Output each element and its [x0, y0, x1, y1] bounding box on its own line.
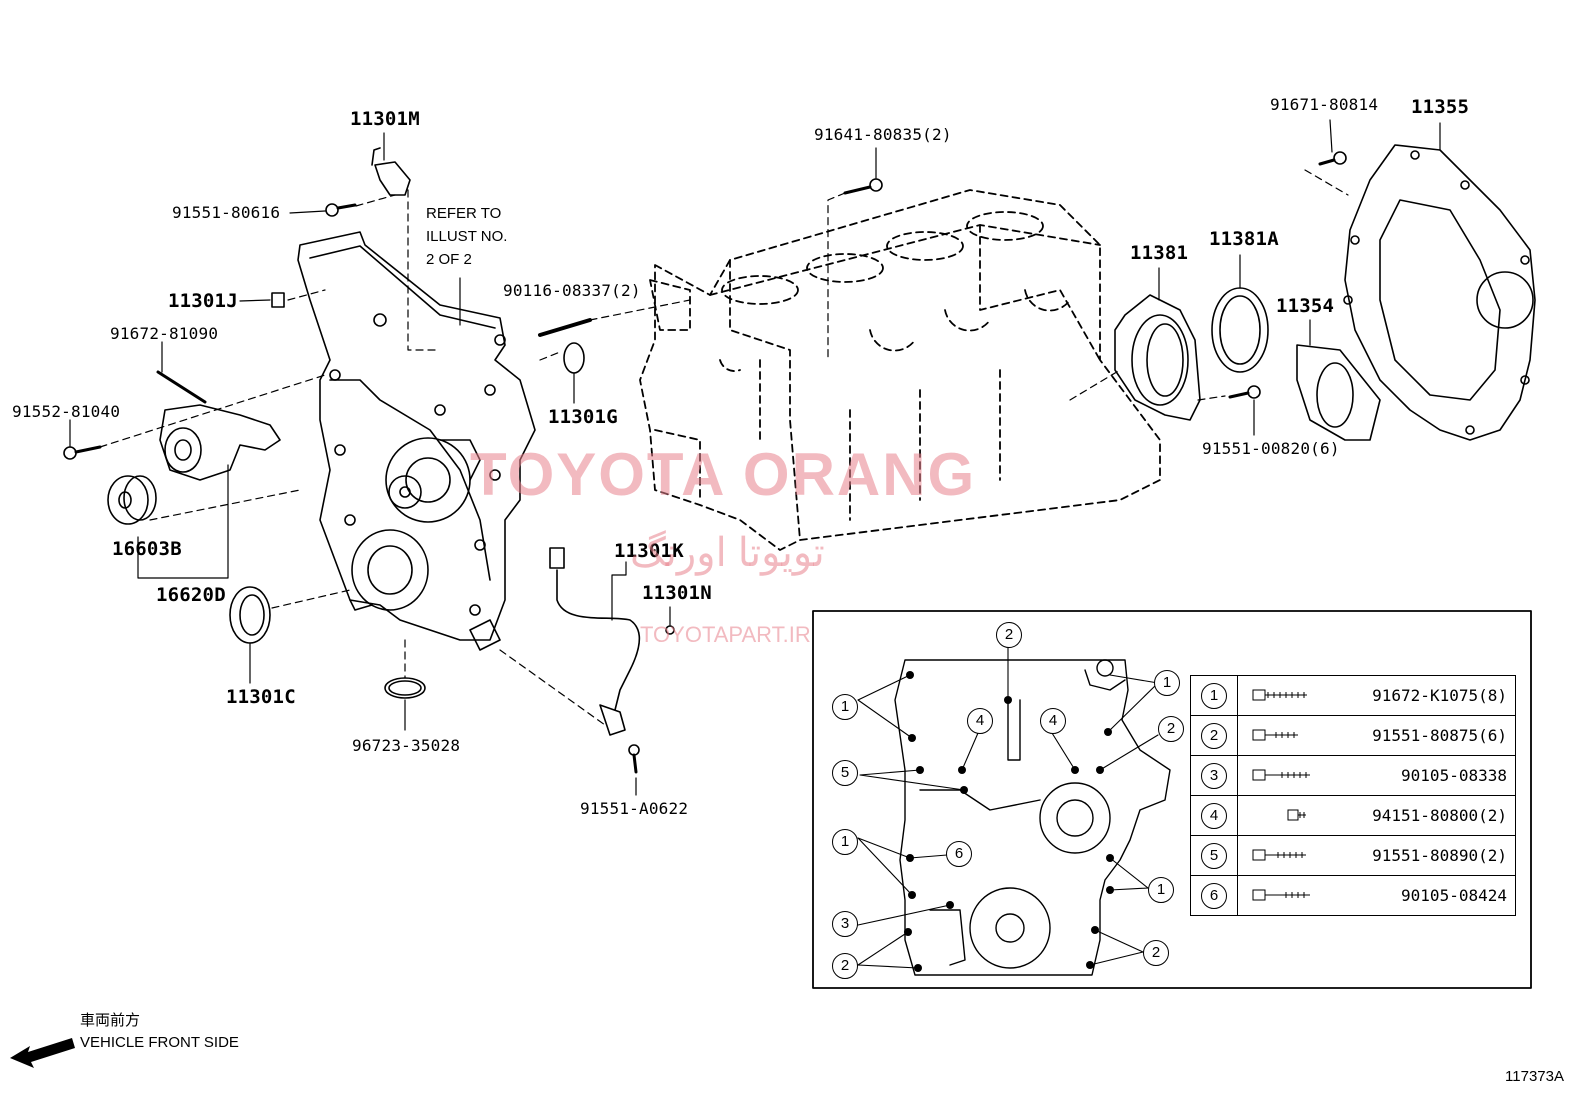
- legend-number: 6: [1201, 882, 1227, 909]
- legend-row: 5 91551-80890(2): [1190, 835, 1516, 876]
- bolt-icon: [1252, 769, 1310, 781]
- detail-callout: 2: [996, 622, 1022, 648]
- front-side-jp: 車両前方: [80, 1012, 141, 1029]
- rear-oil-seal-retainer: [1114, 294, 1201, 421]
- bolt-91671-80814: [1318, 151, 1347, 166]
- detail-bolt-points: [904, 671, 1114, 972]
- detail-callout: 2: [1143, 940, 1169, 966]
- bolt-icon: [1252, 849, 1306, 861]
- bolt-icon: [1252, 689, 1307, 701]
- plug-11301J: [271, 292, 285, 308]
- leader-lines: [69, 119, 1441, 796]
- front-oil-seal: [229, 586, 271, 644]
- detail-callout: 5: [832, 760, 858, 786]
- legend-part-number: 91672-K1075(8): [1372, 686, 1507, 705]
- label-91641-80835: 91641-80835(2): [814, 125, 952, 144]
- detail-callout: 1: [1148, 877, 1174, 903]
- label-91551-80616: 91551-80616: [172, 203, 281, 222]
- legend-part-number: 91551-80890(2): [1372, 846, 1507, 865]
- detail-callout: 2: [832, 953, 858, 979]
- label-96723-35028: 96723-35028: [352, 736, 461, 755]
- label-91552-81040: 91552-81040: [12, 402, 121, 421]
- bolt-icon: [1252, 889, 1310, 901]
- legend-number: 2: [1201, 722, 1227, 749]
- label-11354: 11354: [1276, 295, 1335, 317]
- detail-callout: 4: [1040, 708, 1066, 734]
- front-arrow-icon: [10, 1038, 75, 1068]
- sensor-11301M: [371, 147, 411, 196]
- bolt-91552-81040: [63, 445, 102, 460]
- bolt-91641-80835: [843, 178, 883, 195]
- label-11301G: 11301G: [548, 406, 618, 428]
- watermark-main: TOYOTA ORANG: [470, 441, 977, 508]
- label-11381A: 11381A: [1209, 228, 1279, 250]
- bolt-91551-00820: [1228, 385, 1261, 399]
- sensor-harness: [549, 547, 675, 774]
- refer-note-line-3: 2 OF 2: [426, 251, 472, 268]
- bolt-legend-table: 1 91672-K1075(8) 2 91551-80875(6) 3 9010…: [1190, 675, 1516, 916]
- refer-note-line-2: ILLUST NO.: [426, 228, 508, 245]
- detail-callout: 1: [1154, 670, 1180, 696]
- label-11355: 11355: [1411, 96, 1470, 118]
- detail-cover-outline: [894, 659, 1171, 976]
- legend-part-number: 91551-80875(6): [1372, 726, 1507, 745]
- watermark-persian: تویوتا اورنگ: [630, 531, 825, 575]
- timing-chain-cover: [297, 231, 536, 651]
- label-11301K: 11301K: [614, 540, 684, 562]
- legend-row: 2 91551-80875(6): [1190, 715, 1516, 756]
- legend-part-number: 94151-80800(2): [1372, 806, 1507, 825]
- end-plate-11355: [1343, 144, 1536, 441]
- idler-pulley: [107, 475, 157, 525]
- detail-callout: 6: [946, 841, 972, 867]
- detail-callout: 2: [1158, 716, 1184, 742]
- legend-part-number: 90105-08338: [1401, 766, 1507, 785]
- label-91551-A0622: 91551-A0622: [580, 799, 689, 818]
- bolt-icon: [1252, 729, 1298, 741]
- bolt-icon: [1287, 809, 1306, 821]
- detail-callout: 3: [832, 911, 858, 937]
- illustration-code: 117373A: [1505, 1068, 1564, 1085]
- rear-oil-seal: [1211, 287, 1269, 373]
- detail-callout-leaders: [857, 645, 1159, 969]
- tensioner-assembly: [156, 370, 281, 481]
- detail-callout: 1: [832, 694, 858, 720]
- stud-bolt: [538, 318, 592, 337]
- legend-row: 3 90105-08338: [1190, 755, 1516, 796]
- o-ring-11301G: [563, 342, 585, 374]
- alignment-lines: [99, 169, 1349, 726]
- legend-row: 6 90105-08424: [1190, 875, 1516, 916]
- vehicle-front-side: 車両前方 VEHICLE FRONT SIDE: [80, 1010, 239, 1054]
- label-11381: 11381: [1130, 242, 1189, 264]
- label-91551-00820: 91551-00820(6): [1202, 439, 1340, 458]
- detail-callout: 1: [832, 829, 858, 855]
- label-91671-80814: 91671-80814: [1270, 95, 1379, 114]
- bolt-91551-80616: [325, 203, 357, 217]
- refer-note-line-1: REFER TO: [426, 205, 502, 222]
- legend-number: 1: [1201, 682, 1227, 709]
- label-16603B: 16603B: [112, 538, 182, 560]
- label-91672-81090: 91672-81090: [110, 324, 219, 343]
- legend-number: 4: [1201, 802, 1227, 829]
- legend-number: 5: [1201, 842, 1227, 869]
- legend-part-number: 90105-08424: [1401, 886, 1507, 905]
- legend-number: 3: [1201, 762, 1227, 789]
- detail-frame: [812, 610, 1532, 989]
- cylinder-block: [639, 189, 1161, 551]
- o-ring-96723: [384, 677, 426, 699]
- refer-note: REFER TO ILLUST NO. 2 OF 2: [426, 202, 507, 271]
- legend-row: 1 91672-K1075(8): [1190, 675, 1516, 716]
- label-11301N: 11301N: [642, 582, 712, 604]
- watermark-url: TOYOTAPART.IR: [640, 622, 811, 647]
- detail-callout: 4: [967, 708, 993, 734]
- label-16620D: 16620D: [156, 584, 226, 606]
- label-11301J: 11301J: [168, 290, 238, 312]
- plate-11354: [1296, 344, 1381, 441]
- front-side-en: VEHICLE FRONT SIDE: [80, 1034, 239, 1051]
- legend-row: 4 94151-80800(2): [1190, 795, 1516, 836]
- label-11301C: 11301C: [226, 686, 296, 708]
- label-11301M: 11301M: [350, 108, 420, 130]
- label-90116-08337: 90116-08337(2): [503, 281, 641, 300]
